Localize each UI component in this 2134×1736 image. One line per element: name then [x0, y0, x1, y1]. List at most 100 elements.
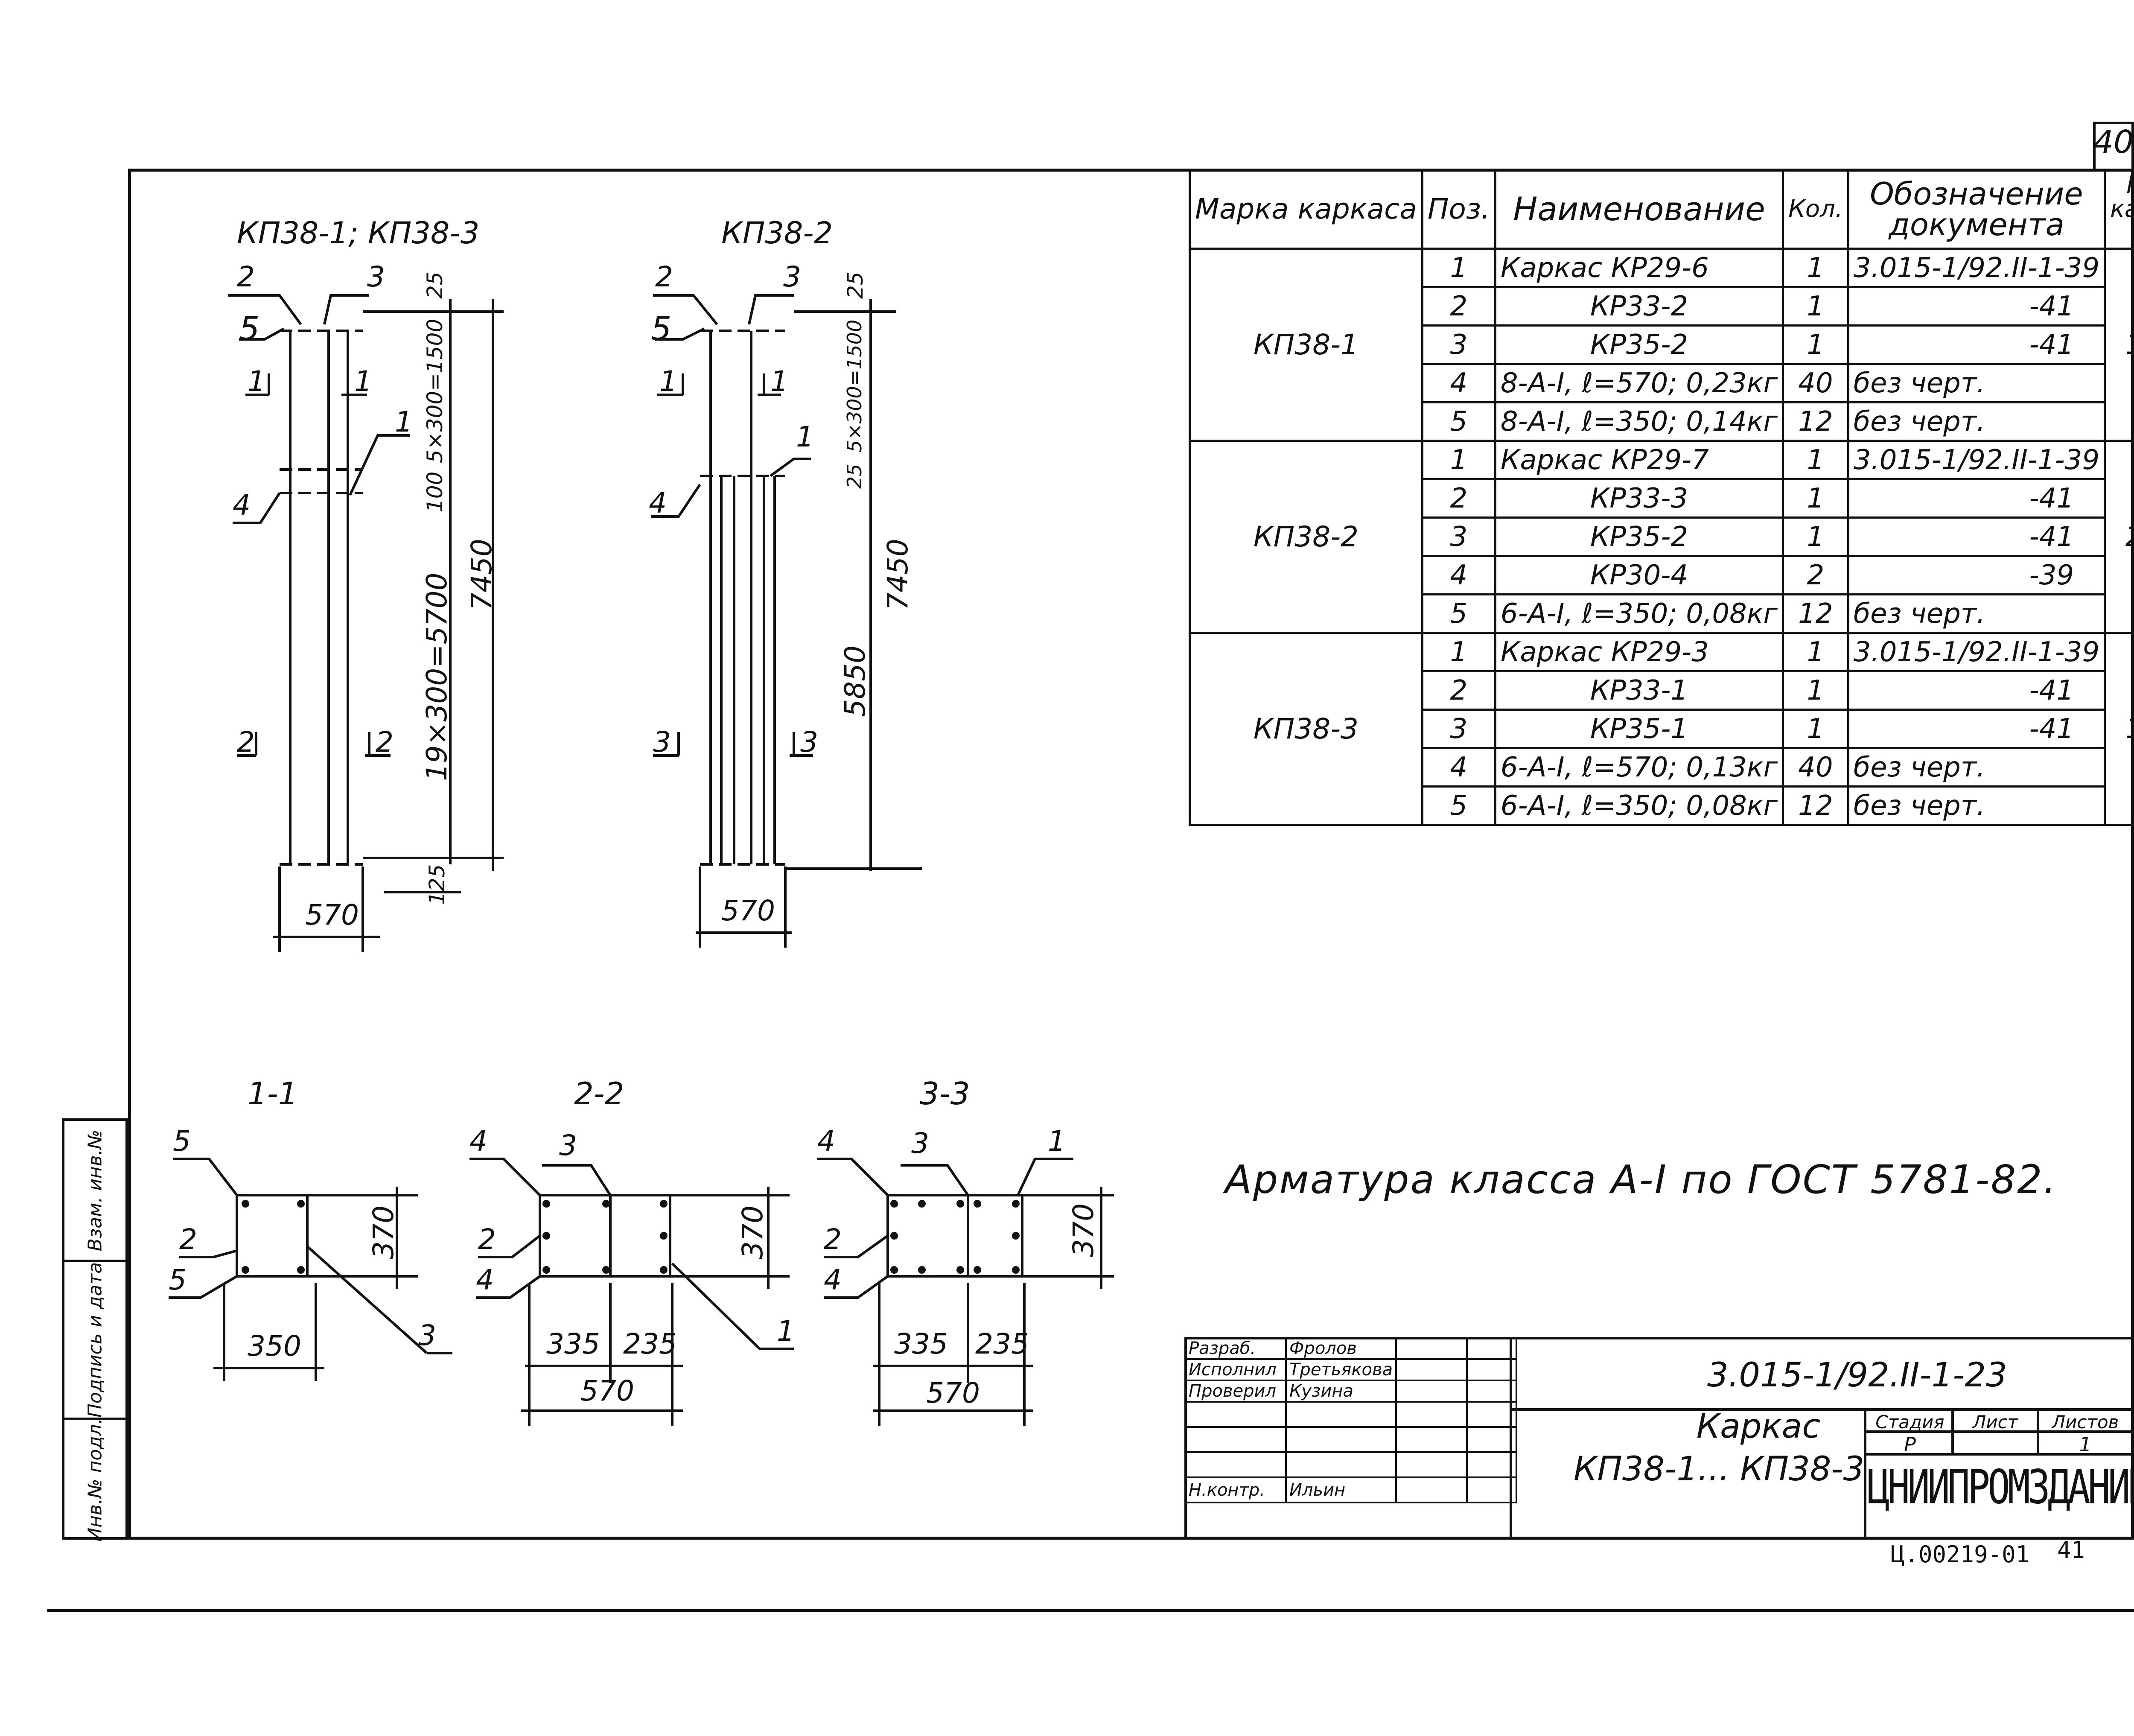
cell-mark: КП38-3 — [1189, 632, 1423, 826]
date-cell — [1466, 1358, 1518, 1381]
signature-role: Исполнил — [1184, 1358, 1287, 1381]
view1-pos1: 1 — [395, 406, 413, 438]
sheet-number-box — [2093, 122, 2134, 169]
cell-name: КР35-2 — [1494, 516, 1784, 557]
cell-doc: -39 — [1847, 555, 2106, 595]
reinforcement-note: Арматура класса А-I по ГОСТ 5781-82. — [1225, 1157, 2057, 1202]
cell-mass: 196,0 — [2104, 248, 2134, 442]
side-strip: Взам. инв.№ Подпись и дата Инв.№ подл. — [62, 1118, 128, 1541]
section1-label: 5 — [173, 1125, 191, 1158]
view1-dim-100: 100 — [423, 471, 447, 512]
specification-table: Марка каркаса Поз. Наименование Кол. Обо… — [1189, 169, 2134, 826]
section2-label: 2 — [478, 1223, 496, 1256]
document-code: 3.015-1/92.II-1-23 — [1707, 1356, 2007, 1395]
view1-pos3: 3 — [367, 260, 385, 293]
section-2-2 — [469, 1158, 794, 1426]
cell-qty: 40 — [1782, 363, 1849, 403]
cell-name: Каркас КР29-3 — [1494, 632, 1784, 672]
view1-dim-1500: 5×300=1500 — [423, 318, 447, 463]
archive-page: 41 — [2057, 1537, 2085, 1564]
section2-label: 3 — [559, 1129, 577, 1162]
section2-label: 1 — [777, 1315, 795, 1348]
section-3-3 — [817, 1158, 1114, 1426]
signature-cell — [1395, 1337, 1468, 1360]
section-title: 1-1 — [248, 1076, 298, 1112]
signature-cell — [1395, 1401, 1468, 1428]
section3-label: 2 — [824, 1223, 842, 1256]
cell-doc: -41 — [1847, 478, 2106, 519]
header-doc: Обозначение документа — [1847, 169, 2106, 250]
view1-pos5: 5 — [239, 309, 260, 347]
cell-qty: 1 — [1782, 440, 1849, 480]
cell-doc: -41 — [1847, 670, 2106, 711]
cell-mark: КП38-2 — [1189, 440, 1423, 634]
cell-doc: без черт. — [1847, 363, 2106, 403]
signature-cell — [1395, 1476, 1468, 1503]
cell-pos: 2 — [1421, 670, 1496, 711]
signature-row — [1184, 1401, 1518, 1428]
cell-doc: без черт. — [1847, 593, 2106, 634]
signature-name: Третьякова — [1285, 1358, 1397, 1381]
cell-name: КР35-2 — [1494, 324, 1784, 365]
header-mark: Марка каркаса — [1189, 169, 1423, 250]
signature-role — [1184, 1401, 1287, 1428]
cell-doc: -41 — [1847, 286, 2106, 327]
view2-pos4: 4 — [649, 487, 667, 519]
view2-dim-7450: 7450 — [881, 539, 914, 610]
signature-cell — [1395, 1380, 1468, 1403]
strip-cell: Взам. инв.№ — [64, 1121, 125, 1262]
cell-doc: -41 — [1847, 324, 2106, 365]
signature-role: Проверил — [1184, 1380, 1287, 1403]
view2-dim-25: 25 — [843, 271, 868, 299]
cell-doc: -41 — [1847, 709, 2106, 749]
signature-name — [1285, 1401, 1397, 1428]
view2-pos1: 1 — [796, 420, 814, 453]
cell-doc: -41 — [1847, 516, 2106, 557]
view2-section3-mark: 3 — [800, 726, 818, 759]
signature-name — [1285, 1426, 1397, 1453]
header-qty: Кол. — [1782, 169, 1849, 250]
cell-name: КР33-3 — [1494, 478, 1784, 519]
section2-label: 4 — [476, 1263, 494, 1296]
cell-name: Каркас КР29-6 — [1494, 248, 1784, 288]
cell-pos: 4 — [1421, 747, 1496, 788]
cell-pos: 4 — [1421, 363, 1496, 403]
cell-name: 6-А-I, ℓ=350; 0,08кг — [1494, 785, 1784, 826]
cell-qty: 1 — [1782, 670, 1849, 711]
header-mass: Масса каркаса, кг — [2104, 169, 2134, 250]
view2-pos2: 2 — [655, 260, 673, 293]
cell-qty: 1 — [1782, 516, 1849, 557]
section3-label: 4 — [824, 1263, 842, 1296]
date-cell — [1466, 1476, 1518, 1503]
page-bottom-line — [47, 1609, 2134, 1612]
cell-doc: 3.015-1/92.II-1-39 — [1847, 440, 2106, 480]
view2-section1-mark: 1 — [770, 365, 788, 398]
view1-dim-5700: 19×300=5700 — [420, 572, 453, 781]
view1-pos2: 2 — [237, 260, 255, 293]
cell-name: 6-А-I, ℓ=570; 0,13кг — [1494, 747, 1784, 788]
signature-role: Разраб. — [1184, 1337, 1287, 1360]
cell-mark: КП38-1 — [1189, 248, 1423, 442]
date-cell — [1466, 1401, 1518, 1428]
cell-name: 8-А-I, ℓ=570; 0,23кг — [1494, 363, 1784, 403]
stage-value: Р — [1904, 1433, 1916, 1456]
cell-qty: 12 — [1782, 593, 1849, 634]
signature-cell — [1395, 1358, 1468, 1381]
view2-dim-1500: 5×300=1500 — [843, 319, 866, 452]
signature-name: Кузина — [1285, 1380, 1397, 1403]
cell-pos: 1 — [1421, 632, 1496, 672]
signature-row — [1184, 1426, 1518, 1453]
strip-cell: Подпись и дата — [64, 1262, 125, 1420]
cell-pos: 1 — [1421, 440, 1496, 480]
cell-pos: 1 — [1421, 248, 1496, 288]
sheets-label: Листов — [2052, 1412, 2119, 1433]
sheets-value: 1 — [2079, 1433, 2092, 1456]
date-cell — [1466, 1380, 1518, 1403]
